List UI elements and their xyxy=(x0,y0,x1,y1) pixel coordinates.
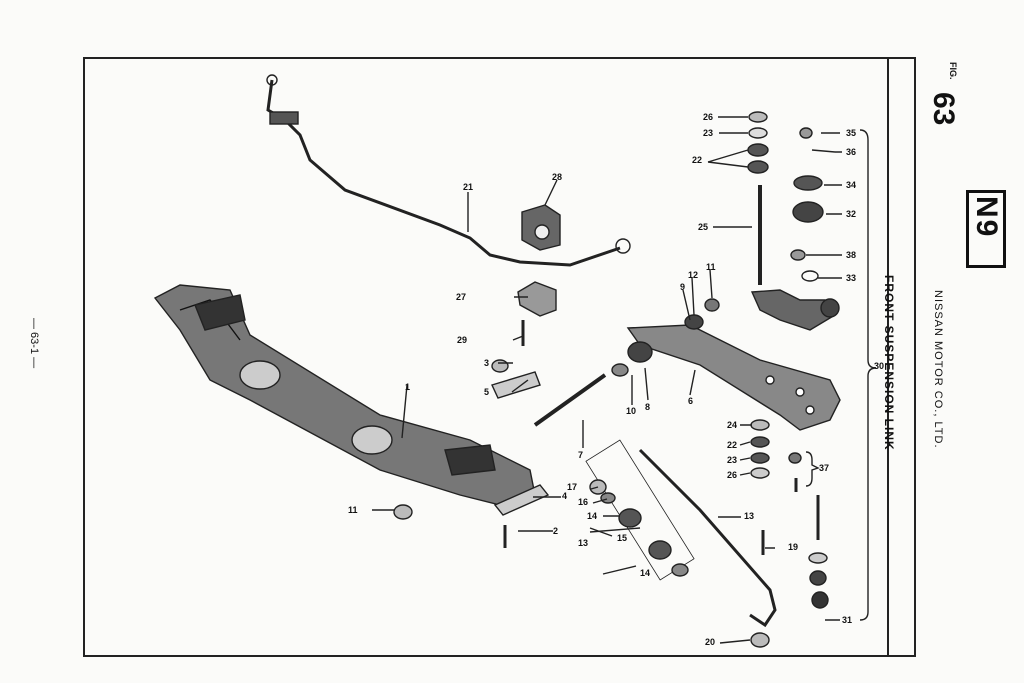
callout-22-top: 22 xyxy=(692,155,703,165)
plate xyxy=(491,371,541,399)
callout-10: 10 xyxy=(626,406,637,416)
callout-4: 4 xyxy=(562,491,568,501)
stabilizer-bracket xyxy=(517,281,557,317)
callout-20: 20 xyxy=(705,637,716,647)
callout-23-top: 23 xyxy=(703,128,714,138)
callout-34: 34 xyxy=(846,180,857,190)
callout-13-b: 13 xyxy=(578,538,589,548)
callout-26-bottom: 26 xyxy=(727,470,738,480)
callout-14-bottom: 14 xyxy=(640,568,651,578)
callout-27: 27 xyxy=(456,292,467,302)
link-bolt xyxy=(533,373,607,427)
callout-35: 35 xyxy=(846,128,857,138)
callout-25: 25 xyxy=(698,222,709,232)
knuckle-arm xyxy=(750,289,840,331)
callout-16: 16 xyxy=(578,497,589,507)
callout-36: 36 xyxy=(846,147,857,157)
callout-11-top: 11 xyxy=(706,262,716,272)
callout-1: 1 xyxy=(405,382,411,392)
callout-38: 38 xyxy=(846,250,857,260)
callout-2: 2 xyxy=(553,526,559,536)
callout-8: 8 xyxy=(645,402,651,412)
callout-24: 24 xyxy=(727,420,738,430)
callout-26-top: 26 xyxy=(703,112,714,122)
callout-30: 30 xyxy=(874,361,885,371)
section-code-box xyxy=(966,190,1006,268)
callout-11-bottom: 11 xyxy=(348,505,358,515)
callout-22-bottom: 22 xyxy=(727,440,738,450)
callout-21: 21 xyxy=(463,182,474,192)
callout-7: 7 xyxy=(578,450,584,460)
diagram-frame xyxy=(83,57,916,657)
callout-17: 17 xyxy=(567,482,578,492)
transverse-link xyxy=(626,324,841,431)
suspension-crossmember xyxy=(153,284,536,506)
callout-5: 5 xyxy=(484,387,490,397)
callout-19: 19 xyxy=(788,542,799,552)
callout-3: 3 xyxy=(484,358,490,368)
callout-29: 29 xyxy=(457,335,468,345)
callout-12: 12 xyxy=(688,270,699,280)
callout-6: 6 xyxy=(688,396,694,406)
tension-rod xyxy=(585,439,777,628)
link-bushing xyxy=(627,341,653,363)
stabilizer-bar xyxy=(266,74,631,267)
callout-23-bottom: 23 xyxy=(727,455,738,465)
title-band-divider xyxy=(887,57,889,657)
callout-15: 15 xyxy=(617,533,628,543)
callout-28: 28 xyxy=(552,172,563,182)
washer-stack xyxy=(747,111,770,479)
ball-joint-parts xyxy=(790,127,836,282)
callout-14-top: 14 xyxy=(587,511,598,521)
callout-31: 31 xyxy=(842,615,853,625)
callout-37: 37 xyxy=(819,463,830,473)
callout-9: 9 xyxy=(680,282,686,292)
callout-32: 32 xyxy=(846,209,857,219)
stabilizer-bushing xyxy=(521,204,561,251)
callout-33: 33 xyxy=(846,273,857,283)
callout-13: 13 xyxy=(744,511,755,521)
